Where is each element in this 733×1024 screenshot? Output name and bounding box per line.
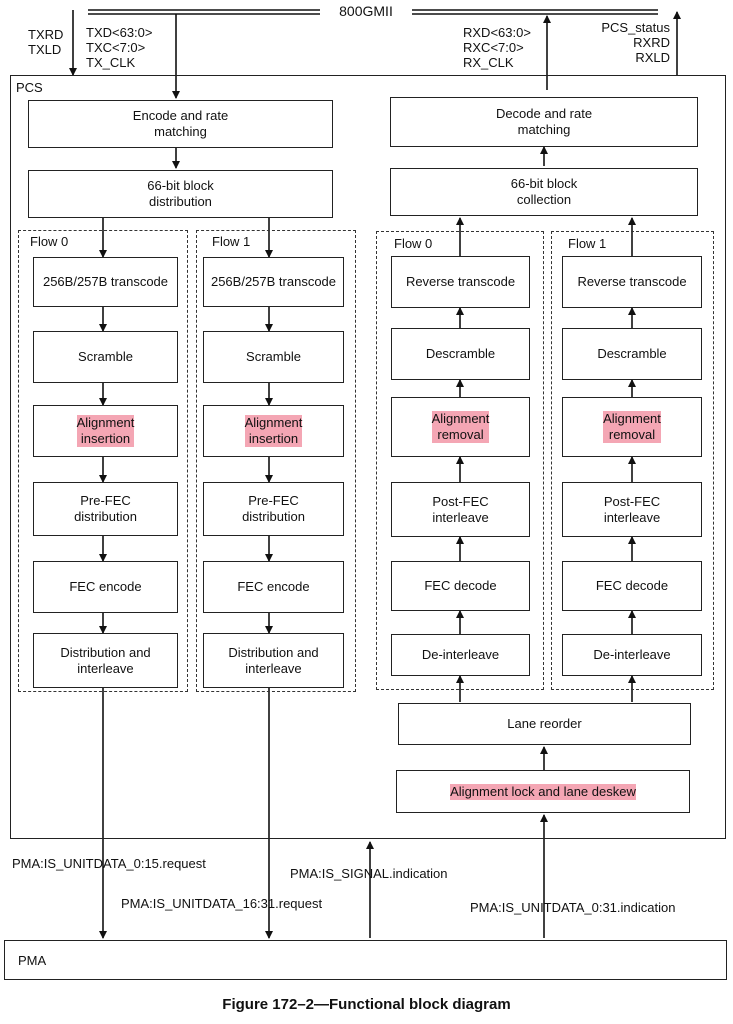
tx-right-signals: TXD<63:0> TXC<7:0> TX_CLK [86, 25, 153, 70]
rx-flow-1-block-4: FEC decode [562, 561, 702, 611]
tx-flow-0-block-5: Distribution and interleave [33, 633, 178, 688]
pma-req-0-15-label: PMA:IS_UNITDATA_0:15.request [12, 856, 206, 871]
tx-flow-1-block-0-label: 256B/257B transcode [210, 274, 337, 289]
tx-flow-0-block-3: Pre-FEC distribution [33, 482, 178, 536]
tx-flow-1-block-2-label: Alignment insertion [244, 415, 303, 447]
rx-flow-0-block-4-label: FEC decode [424, 578, 497, 593]
tx-flow-0-block-5-label: Distribution and interleave [60, 644, 151, 676]
tx-flow-0-block-2: Alignment insertion [33, 405, 178, 457]
rx-flow-1-block-1: Descramble [562, 328, 702, 380]
rx-flow-0-block-4: FEC decode [391, 561, 530, 611]
decode-rate-matching-block: Decode and rate matching [390, 97, 698, 147]
pma-label: PMA [18, 953, 47, 968]
rx-flow-1-block-2: Alignment removal [562, 397, 702, 457]
pma-block [4, 940, 727, 980]
tx-flow-1-block-1-label: Scramble [246, 349, 301, 364]
block-collection-66bit: 66-bit block collection [390, 168, 698, 216]
rx-flow-0-block-0: Reverse transcode [391, 256, 530, 308]
rx-flow-1-block-5-label: De-interleave [593, 647, 671, 662]
tx-flow-1-block-5: Distribution and interleave [203, 633, 344, 688]
tx-left-signals: TXRD TXLD [28, 27, 64, 57]
tx-flow-1-label: Flow 1 [212, 234, 251, 249]
lane-reorder-block: Lane reorder [398, 703, 691, 745]
rx-flow-0-block-3-label: Post-FEC interleave [432, 493, 489, 525]
tx-flow-0-block-2-label: Alignment insertion [76, 415, 135, 447]
tx-flow-0-block-4: FEC encode [33, 561, 178, 613]
block-distribution-66bit: 66-bit block distribution [28, 170, 333, 218]
rx-flow-1-block-3: Post-FEC interleave [562, 482, 702, 537]
rx-flow-0-block-3: Post-FEC interleave [391, 482, 530, 537]
pcs-block [10, 75, 726, 839]
rx-flow-1-block-1-label: Descramble [597, 346, 667, 361]
pma-ind-0-31-label: PMA:IS_UNITDATA_0:31.indication [470, 900, 676, 915]
pma-signal-ind-label: PMA:IS_SIGNAL.indication [290, 866, 448, 881]
rx-flow-1-block-5: De-interleave [562, 634, 702, 676]
gmii-bus-label: 800GMII [339, 3, 393, 19]
rx-flow-1-block-0: Reverse transcode [562, 256, 702, 308]
rx-flow-1-block-3-label: Post-FEC interleave [603, 493, 661, 525]
rx-right-signals: PCS_status RXRD RXLD [601, 20, 670, 65]
pma-req-16-31-label: PMA:IS_UNITDATA_16:31.request [121, 896, 323, 911]
tx-flow-0-block-1-label: Scramble [78, 349, 133, 364]
rx-flow-0 [376, 231, 544, 690]
alignment-lock-deskew-label: Alignment lock and lane deskew [450, 783, 636, 800]
tx-flow-0-block-0: 256B/257B transcode [33, 257, 178, 307]
tx-flow-1-block-3: Pre-FEC distribution [203, 482, 344, 536]
tx-flow-0-block-3-label: Pre-FEC distribution [74, 493, 137, 524]
rx-left-signals: RXD<63:0> RXC<7:0> RX_CLK [463, 25, 531, 70]
rx-flow-1-block-2-label: Alignment removal [603, 411, 661, 443]
tx-flow-0-block-0-label: 256B/257B transcode [42, 274, 169, 289]
tx-flow-1-block-0: 256B/257B transcode [203, 257, 344, 307]
rx-flow-1-label: Flow 1 [568, 236, 607, 251]
rx-flow-0-block-0-label: Reverse transcode [405, 274, 516, 289]
tx-flow-0-block-4-label: FEC encode [69, 579, 142, 594]
rx-flow-1-block-4-label: FEC decode [595, 578, 669, 593]
alignment-lock-deskew-block: Alignment lock and lane deskew [396, 770, 690, 813]
tx-flow-1-block-1: Scramble [203, 331, 344, 383]
pcs-label: PCS [16, 80, 43, 95]
tx-flow-1-block-3-label: Pre-FEC distribution [242, 493, 305, 524]
tx-flow-1-block-4-label: FEC encode [237, 579, 310, 594]
tx-flow-0 [18, 230, 188, 692]
figure-caption: Figure 172–2—Functional block diagram [222, 996, 511, 1013]
tx-flow-1-block-2: Alignment insertion [203, 405, 344, 457]
rx-flow-0-block-1-label: Descramble [425, 346, 496, 361]
rx-flow-1-block-0-label: Reverse transcode [577, 274, 687, 289]
rx-flow-0-label: Flow 0 [394, 236, 433, 251]
tx-flow-0-label: Flow 0 [30, 234, 69, 249]
encode-rate-matching-block: Encode and rate matching [28, 100, 333, 148]
tx-flow-1-block-4: FEC encode [203, 561, 344, 613]
rx-flow-0-block-1: Descramble [391, 328, 530, 380]
rx-flow-1 [551, 231, 714, 690]
rx-flow-0-block-5-label: De-interleave [421, 647, 500, 662]
tx-flow-1 [196, 230, 356, 692]
tx-flow-0-block-1: Scramble [33, 331, 178, 383]
rx-flow-0-block-5: De-interleave [391, 634, 530, 676]
tx-flow-1-block-5-label: Distribution and interleave [228, 644, 319, 676]
rx-flow-0-block-2-label: Alignment removal [431, 411, 490, 443]
rx-flow-0-block-2: Alignment removal [391, 397, 530, 457]
